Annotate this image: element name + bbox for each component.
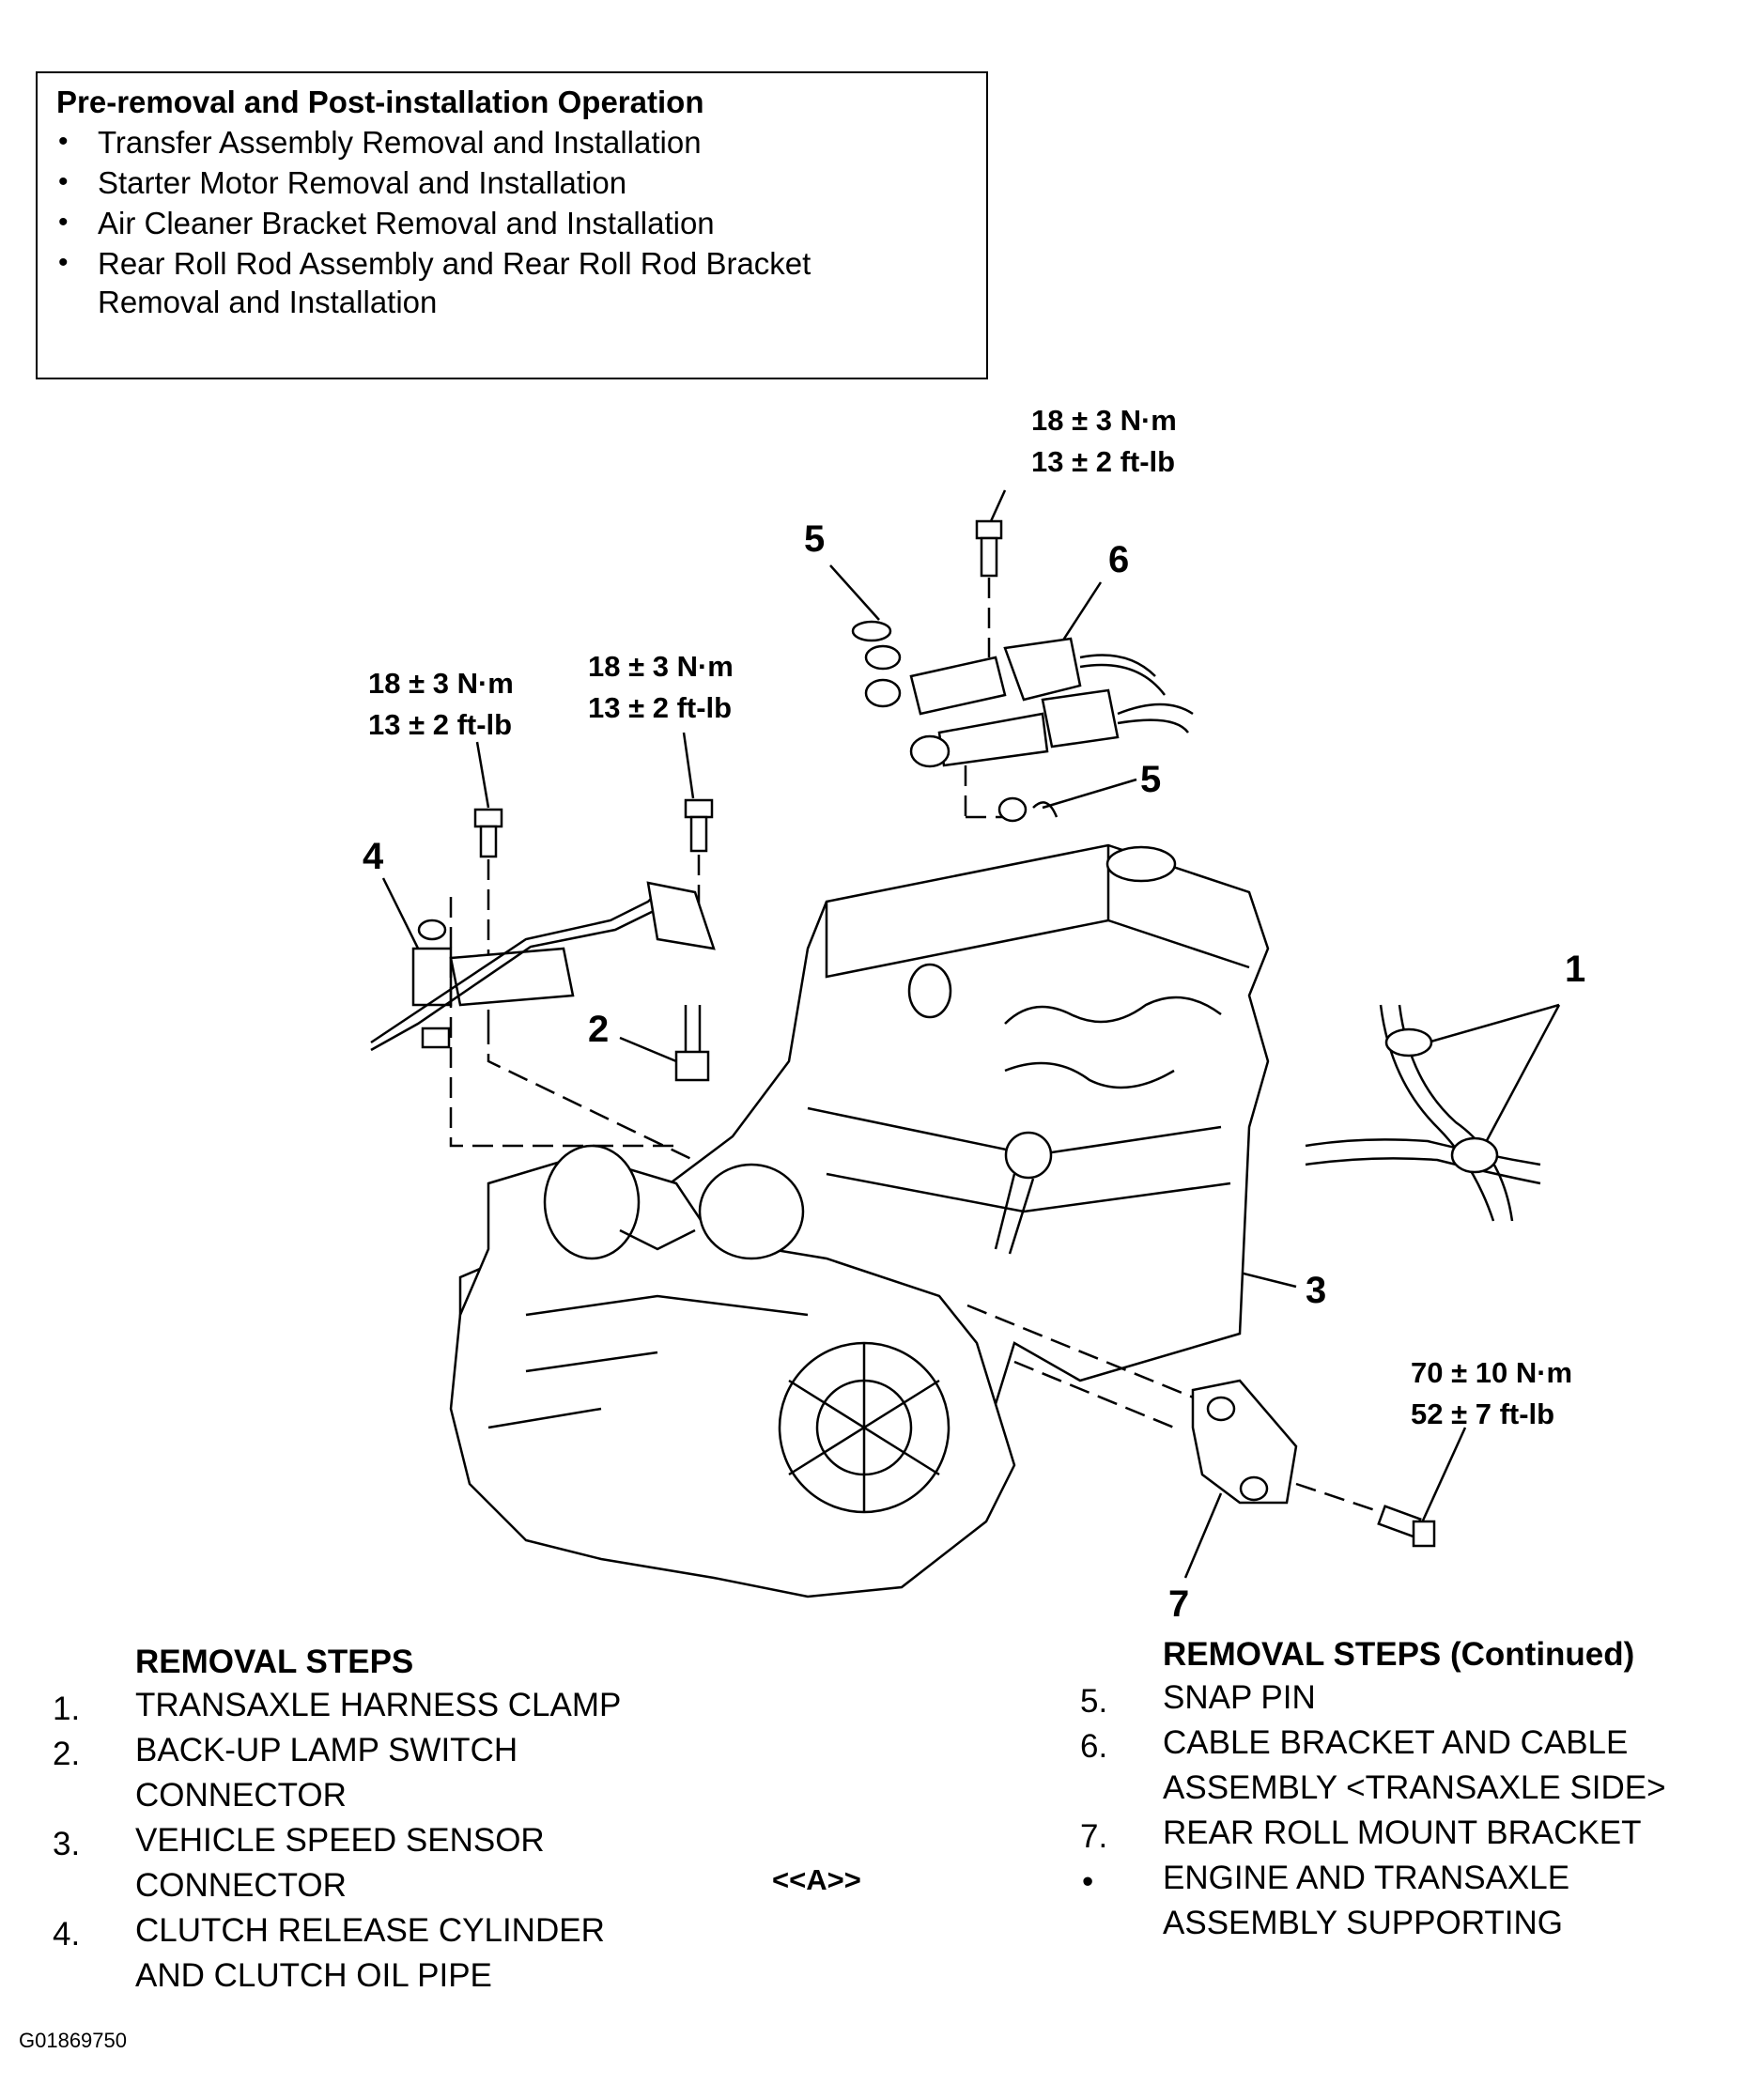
bullet: • xyxy=(58,126,69,157)
torque-top: 18 ± 3 N·m 13 ± 2 ft-lb xyxy=(1031,400,1177,483)
reference-mark: <<A>> xyxy=(772,1863,861,1896)
torque-ftlb: 13 ± 2 ft-lb xyxy=(1031,445,1176,478)
step-text: CONNECTOR xyxy=(135,1867,347,1904)
step-number: 3. xyxy=(53,1826,81,1862)
step-text: VEHICLE SPEED SENSOR xyxy=(135,1822,545,1859)
pre-removal-item: Air Cleaner Bracket Removal and Installa… xyxy=(98,206,715,240)
bullet: • xyxy=(58,166,69,197)
leader-bracket-bolt xyxy=(1416,1427,1467,1532)
figure-id: G01869750 xyxy=(19,2029,127,2052)
leader-7 xyxy=(1183,1492,1223,1579)
bullet: • xyxy=(58,247,69,278)
step-number: 6. xyxy=(1080,1728,1108,1765)
step-number: 2. xyxy=(53,1736,81,1772)
step-text: ENGINE AND TRANSAXLE xyxy=(1163,1860,1570,1896)
step-number: 1. xyxy=(53,1691,81,1727)
torque-left: 18 ± 3 N·m 13 ± 2 ft-lb xyxy=(368,663,514,746)
leader-5a xyxy=(829,564,880,621)
leader-1a xyxy=(1427,1003,1560,1044)
callout-4: 4 xyxy=(363,836,384,877)
leader-left-bolt xyxy=(475,741,490,809)
torque-ftlb: 52 ± 7 ft-lb xyxy=(1411,1397,1555,1430)
leader-1b xyxy=(1482,1004,1561,1147)
transaxle-harness xyxy=(1305,1004,1541,1222)
pre-removal-item-continued: Removal and Installation xyxy=(98,285,438,319)
step-number: 7. xyxy=(1080,1818,1108,1855)
pre-removal-item: Rear Roll Rod Assembly and Rear Roll Rod… xyxy=(98,246,811,281)
torque-nm: 18 ± 3 N·m xyxy=(1031,404,1177,437)
step-number: 4. xyxy=(53,1916,81,1953)
callout-5: 5 xyxy=(1140,759,1162,800)
callout-5: 5 xyxy=(804,518,826,560)
bracket-bolt-head xyxy=(1412,1520,1436,1548)
bolt-shank xyxy=(980,536,998,578)
step-text: ASSEMBLY SUPPORTING xyxy=(1163,1905,1563,1941)
step-text: CONNECTOR xyxy=(135,1777,347,1814)
bullet: • xyxy=(58,207,69,238)
backup-lamp-connector xyxy=(674,1050,710,1082)
step-bullet: • xyxy=(1082,1863,1094,1900)
step-number: 5. xyxy=(1080,1683,1108,1720)
step-text: ASSEMBLY <TRANSAXLE SIDE> xyxy=(1163,1769,1666,1806)
transaxle xyxy=(449,1144,1016,1598)
removal-steps-continued-heading: REMOVAL STEPS (Continued) xyxy=(1163,1636,1635,1673)
callout-2: 2 xyxy=(588,1009,610,1050)
callout-7: 7 xyxy=(1168,1583,1190,1625)
bolt-head xyxy=(975,519,1003,540)
torque-mid: 18 ± 3 N·m 13 ± 2 ft-lb xyxy=(588,646,734,729)
callout-6: 6 xyxy=(1108,539,1130,580)
torque-ftlb: 13 ± 2 ft-lb xyxy=(588,691,733,724)
callout-3: 3 xyxy=(1306,1270,1327,1311)
pre-removal-item: Transfer Assembly Removal and Installati… xyxy=(98,125,702,160)
step-text: AND CLUTCH OIL PIPE xyxy=(135,1957,492,1994)
torque-nm: 70 ± 10 N·m xyxy=(1411,1356,1573,1389)
cable-assembly xyxy=(851,620,1194,823)
step-text: CLUTCH RELEASE CYLINDER xyxy=(135,1912,605,1949)
torque-bracket: 70 ± 10 N·m 52 ± 7 ft-lb xyxy=(1411,1352,1572,1435)
leader-top-bolt xyxy=(989,489,1007,522)
pre-removal-title: Pre-removal and Post-installation Operat… xyxy=(56,85,704,119)
pre-removal-box xyxy=(36,71,988,379)
step-text: SNAP PIN xyxy=(1163,1679,1316,1716)
removal-steps-heading: REMOVAL STEPS xyxy=(135,1644,414,1680)
step-text: CABLE BRACKET AND CABLE xyxy=(1163,1724,1629,1761)
leader-5b xyxy=(1042,778,1137,810)
torque-nm: 18 ± 3 N·m xyxy=(368,667,514,700)
rear-roll-mount-bracket xyxy=(1191,1379,1298,1505)
leader-mid-bolt xyxy=(682,732,695,799)
step-text: TRANSAXLE HARNESS CLAMP xyxy=(135,1687,622,1723)
step-text: BACK-UP LAMP SWITCH xyxy=(135,1732,518,1768)
clutch-release-cylinder xyxy=(370,881,716,1052)
torque-ftlb: 13 ± 2 ft-lb xyxy=(368,708,513,741)
step-text: REAR ROLL MOUNT BRACKET xyxy=(1163,1814,1642,1851)
callout-1: 1 xyxy=(1565,949,1586,990)
pre-removal-item: Starter Motor Removal and Installation xyxy=(98,165,627,200)
torque-nm: 18 ± 3 N·m xyxy=(588,650,734,683)
leader-2 xyxy=(619,1036,677,1063)
